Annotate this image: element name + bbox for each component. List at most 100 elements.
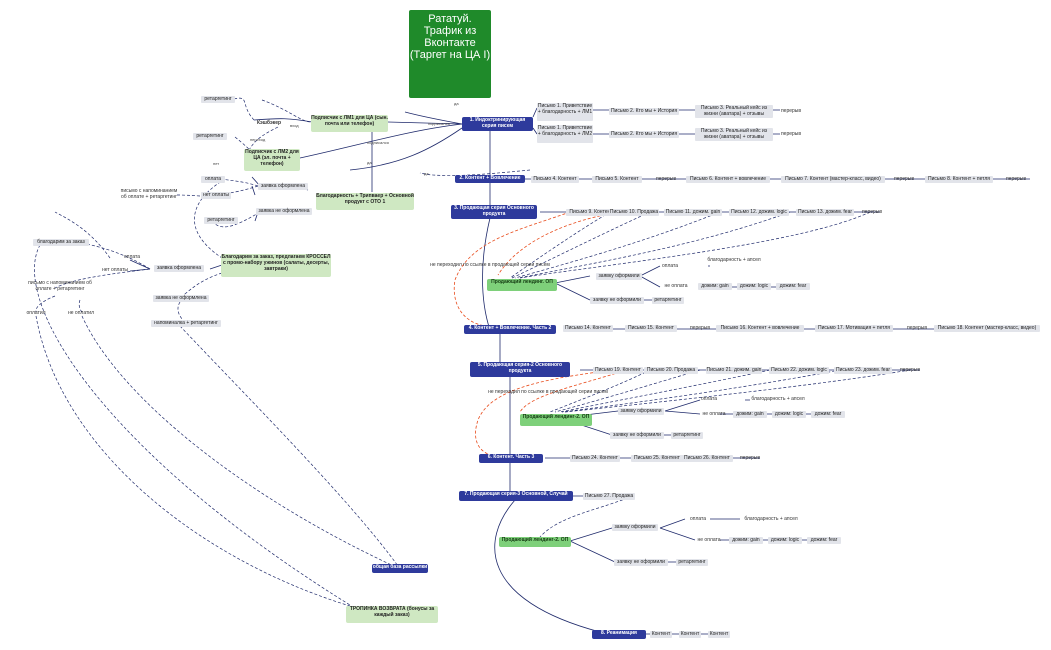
node-letter-9[interactable]: Письмо 9. Контент	[566, 209, 616, 216]
node-letter-12[interactable]: Письмо 12. дожим. logic	[729, 209, 789, 216]
node-thanks-crossel[interactable]: Благодарим за заказ, предлагаем КРОССЕЛ …	[221, 254, 331, 277]
node-thanks-upsell1[interactable]: благодарность + апсел	[707, 257, 761, 263]
node-retarget1[interactable]: ретаргетинг	[201, 96, 235, 103]
node-letter-3a[interactable]: Письмо 3. Реальный кейс из жизни (аватар…	[695, 105, 773, 118]
node-series-1[interactable]: 1. Индоктринирующая серия писем	[462, 117, 533, 131]
node-push-fear1[interactable]: дожим: fear	[776, 283, 810, 290]
node-not-paid[interactable]: не оплатил	[67, 310, 94, 316]
node-letter-22[interactable]: Письмо 22. дожим. logic	[769, 367, 829, 374]
node-break-9[interactable]: перерыв	[739, 455, 761, 461]
node-no-click1[interactable]: не переходил по ссылке в продающей серии…	[430, 262, 550, 268]
node-letter-11[interactable]: Письмо 11. дожим. gain	[664, 209, 722, 216]
node-series-4[interactable]: 4. Контент + Вовлечение. Часть 2	[464, 325, 556, 334]
node-push-logic1[interactable]: дожим: logic	[737, 283, 771, 290]
node-order-not-done3[interactable]: заявку не оформили	[614, 559, 668, 566]
node-thanks-upsell2[interactable]: благодарность + апсел	[751, 396, 805, 402]
node-no-payment1[interactable]: нет оплаты	[201, 192, 231, 199]
node-letter-1b[interactable]: Письмо 1. Приветствие + благодарность + …	[537, 125, 593, 143]
node-cashback[interactable]: Кэшбэкер	[256, 120, 282, 126]
node-break-b[interactable]: перерыв	[780, 131, 802, 137]
node-retarget6[interactable]: ретаргетинг	[676, 559, 708, 566]
node-order-done1[interactable]: заявку оформили	[596, 273, 642, 280]
node-order-placed1[interactable]: заявка оформлена	[258, 183, 308, 190]
node-letter-27[interactable]: Письмо 27. Продажа	[583, 493, 635, 500]
node-thanks-tripwire[interactable]: Благодарность + Трипваер + Основной прод…	[316, 193, 414, 210]
node-break-7[interactable]: перерыв	[906, 325, 928, 331]
node-sub-lm2[interactable]: Подписчик с ЛМ2 для ЦА (эл. почта + теле…	[244, 149, 300, 171]
node-retarget2[interactable]: ретаргетинг	[193, 133, 227, 140]
node-retarget4[interactable]: ретаргетинг	[652, 297, 684, 304]
node-common-base[interactable]: общая база рассылки	[372, 564, 428, 573]
node-payment4[interactable]: оплата	[700, 396, 718, 402]
node-letter-6[interactable]: Письмо 6. Контент + вовлечение	[686, 176, 770, 183]
node-letter-1a[interactable]: Письмо 1. Приветствие + благодарность + …	[537, 103, 593, 121]
node-push-fear3[interactable]: дожим: fear	[807, 537, 841, 544]
node-thanks-upsell3[interactable]: благодарность + апсел	[744, 516, 798, 522]
node-content-3[interactable]: Контент	[708, 631, 730, 638]
node-order-placed2[interactable]: заявка оформлена	[154, 265, 204, 272]
node-break-8[interactable]: перерыв	[899, 367, 921, 373]
node-sub-lm1[interactable]: Подписчик с ЛМ1 для ЦА (сын. почта или т…	[311, 115, 388, 132]
node-no-payment5[interactable]: не оплата	[697, 537, 721, 543]
node-landing1[interactable]: Продающий лендинг. ОП	[487, 279, 557, 291]
node-payment3[interactable]: оплата	[661, 263, 679, 269]
node-letter-26[interactable]: Письмо 26. Контент	[681, 455, 733, 462]
node-paid[interactable]: оплатил	[26, 310, 46, 316]
node-series-8[interactable]: 8. Реанимация	[592, 630, 646, 639]
node-return-path[interactable]: ТРОПИНКА ВОЗВРАТА (бонусы за каждый зака…	[346, 606, 438, 623]
node-letter-14[interactable]: Письмо 14. Контент	[563, 325, 613, 332]
node-break-5[interactable]: перерыв	[861, 209, 883, 215]
node-break-6[interactable]: перерыв	[689, 325, 711, 331]
node-letter-15[interactable]: Письмо 15. Контент	[625, 325, 677, 332]
node-push-fear2[interactable]: дожим: fear	[811, 411, 845, 418]
node-no-click2[interactable]: не переходил по ссылке в продающей серии…	[488, 389, 608, 395]
node-order-done2[interactable]: заявку оформили	[618, 408, 664, 415]
node-landing3[interactable]: Продающий лендинг-2. ОП	[499, 537, 571, 547]
node-break-2[interactable]: перерыв	[655, 176, 677, 182]
node-letter-2a[interactable]: Письмо 2. Кто мы + История	[609, 108, 679, 115]
node-order-done3[interactable]: заявку оформили	[612, 524, 658, 531]
node-push-logic3[interactable]: дожим: logic	[768, 537, 802, 544]
node-letter-10[interactable]: Письмо 10. Продажа	[609, 209, 659, 216]
node-reminder1[interactable]: письмо с напоминанием об оплате + ретарг…	[120, 188, 178, 200]
node-letter-21[interactable]: Письмо 21. дожим. gain	[706, 367, 762, 374]
node-payment5[interactable]: оплата	[689, 516, 707, 522]
node-series-3[interactable]: 3. Продающая серия Основного продукта	[451, 205, 537, 219]
node-reminder-retarget[interactable]: напоминалка + ретаргетинг	[151, 320, 221, 327]
node-order-not-placed2[interactable]: заявка не оформлена	[153, 295, 209, 302]
node-push-gain3[interactable]: дожим: gain	[729, 537, 763, 544]
node-push-gain1[interactable]: дожим: gain	[698, 283, 732, 290]
node-push-gain2[interactable]: дожим: gain	[733, 411, 767, 418]
node-thanks-for-order[interactable]: благодарим за заказ	[33, 239, 89, 246]
node-letter-20[interactable]: Письмо 20. Продажа	[644, 367, 698, 374]
node-letter-16[interactable]: Письмо 16. Контент + вовлечение	[716, 325, 804, 332]
node-letter-25[interactable]: Письмо 25. Контент	[631, 455, 683, 462]
node-no-payment2[interactable]: нет оплаты	[101, 267, 128, 273]
node-letter-4[interactable]: Письмо 4. Контент	[531, 176, 579, 183]
node-retarget3[interactable]: ретаргетинг	[204, 217, 238, 224]
node-letter-2b[interactable]: Письмо 2. Кто мы + История	[609, 131, 679, 138]
node-content-1[interactable]: Контент	[650, 631, 672, 638]
root-node[interactable]: Рататуй. Трафик из Вконтакте (Таргет на …	[409, 10, 491, 98]
node-no-payment3[interactable]: не оплата	[664, 283, 688, 289]
node-content-2[interactable]: Контент	[679, 631, 701, 638]
node-series-5[interactable]: 5. Продающая серия-2 Основного продукта	[470, 362, 570, 377]
node-break-3[interactable]: перерыв	[893, 176, 915, 182]
node-landing2[interactable]: Продающий лендинг-2. ОП	[520, 414, 592, 426]
node-letter-5[interactable]: Письмо 5. Контент	[592, 176, 642, 183]
node-payment1[interactable]: оплата	[201, 176, 225, 183]
node-letter-13[interactable]: Письмо 13. дожим. fear	[796, 209, 854, 216]
node-series-7[interactable]: 7. Продающая серия-3 Основной, Случай	[459, 491, 573, 501]
node-reminder2[interactable]: письмо с напоминанием об оплате + ретарг…	[28, 280, 92, 292]
node-no-payment4[interactable]: не оплата	[702, 411, 726, 417]
node-payment2[interactable]: оплата	[123, 254, 141, 260]
node-break-a[interactable]: перерыв	[780, 108, 802, 114]
node-push-logic2[interactable]: дожим: logic	[772, 411, 806, 418]
node-series-6[interactable]: 6. Контент. Часть 3	[479, 454, 543, 463]
node-letter-19[interactable]: Письмо 19. Контент	[593, 367, 643, 374]
node-order-not-placed1[interactable]: заявка не оформлена	[256, 208, 312, 215]
node-order-not-done1[interactable]: заявку не оформили	[590, 297, 644, 304]
node-letter-24[interactable]: Письмо 24. Контент	[570, 455, 620, 462]
node-series-2[interactable]: 2. Контент + Вовлечение	[455, 175, 525, 183]
node-letter-23[interactable]: Письмо 23. дожим. fear	[834, 367, 892, 374]
